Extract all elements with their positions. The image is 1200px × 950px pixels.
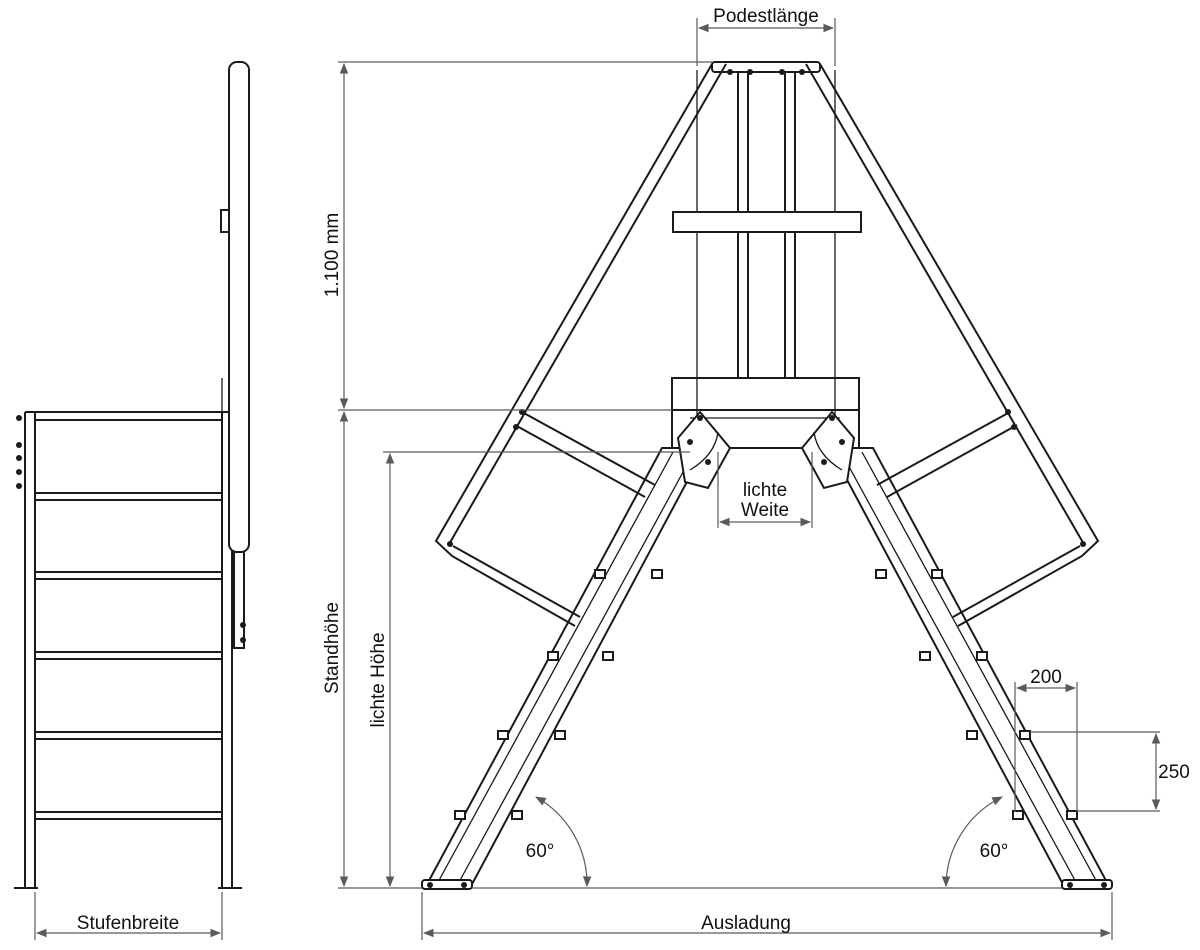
- step-rise-label: 250: [1158, 762, 1190, 783]
- step-depth-label: 200: [1030, 667, 1062, 688]
- handrail-left: [434, 63, 713, 627]
- lichte-weite-label-2: Weite: [741, 500, 789, 521]
- side-steps: [34, 492, 223, 820]
- side-clamp: [220, 209, 230, 233]
- side-post-lower: [233, 551, 245, 649]
- side-handrail-post: [228, 61, 250, 553]
- ausladung-label: Ausladung: [701, 913, 791, 934]
- front-view: [421, 61, 1113, 890]
- step-brackets-right: [875, 569, 1078, 820]
- podestlaenge-label: Podestlänge: [713, 6, 819, 27]
- cross-bar: [672, 211, 862, 233]
- platform-front: [671, 377, 860, 411]
- foot-right: [1061, 879, 1113, 890]
- angle-right-label: 60°: [980, 841, 1009, 862]
- angle-right-arc: [941, 796, 1003, 888]
- step-brackets-left: [454, 569, 663, 820]
- side-step: [34, 492, 223, 501]
- standhoehe-label: Standhöhe: [322, 602, 343, 694]
- lichte-hoehe-label: lichte Höhe: [368, 632, 389, 727]
- stufenbreite-label: Stufenbreite: [77, 913, 179, 934]
- side-step: [34, 731, 223, 740]
- handrail-right: [819, 63, 1100, 627]
- dimensions: Podestlänge 1.100 mm Standhöhe lichte Hö…: [322, 6, 1190, 940]
- side-step: [34, 651, 223, 660]
- top-bar: [711, 61, 821, 73]
- side-view: Stufenbreite: [14, 61, 250, 940]
- angle-left-arc: [535, 796, 592, 888]
- side-step: [34, 811, 223, 820]
- handrail-height-label: 1.100 mm: [322, 213, 343, 297]
- side-step: [34, 571, 223, 580]
- foot-left: [421, 879, 473, 890]
- angle-left-label: 60°: [526, 841, 555, 862]
- lichte-weite-label-1: lichte: [743, 480, 787, 501]
